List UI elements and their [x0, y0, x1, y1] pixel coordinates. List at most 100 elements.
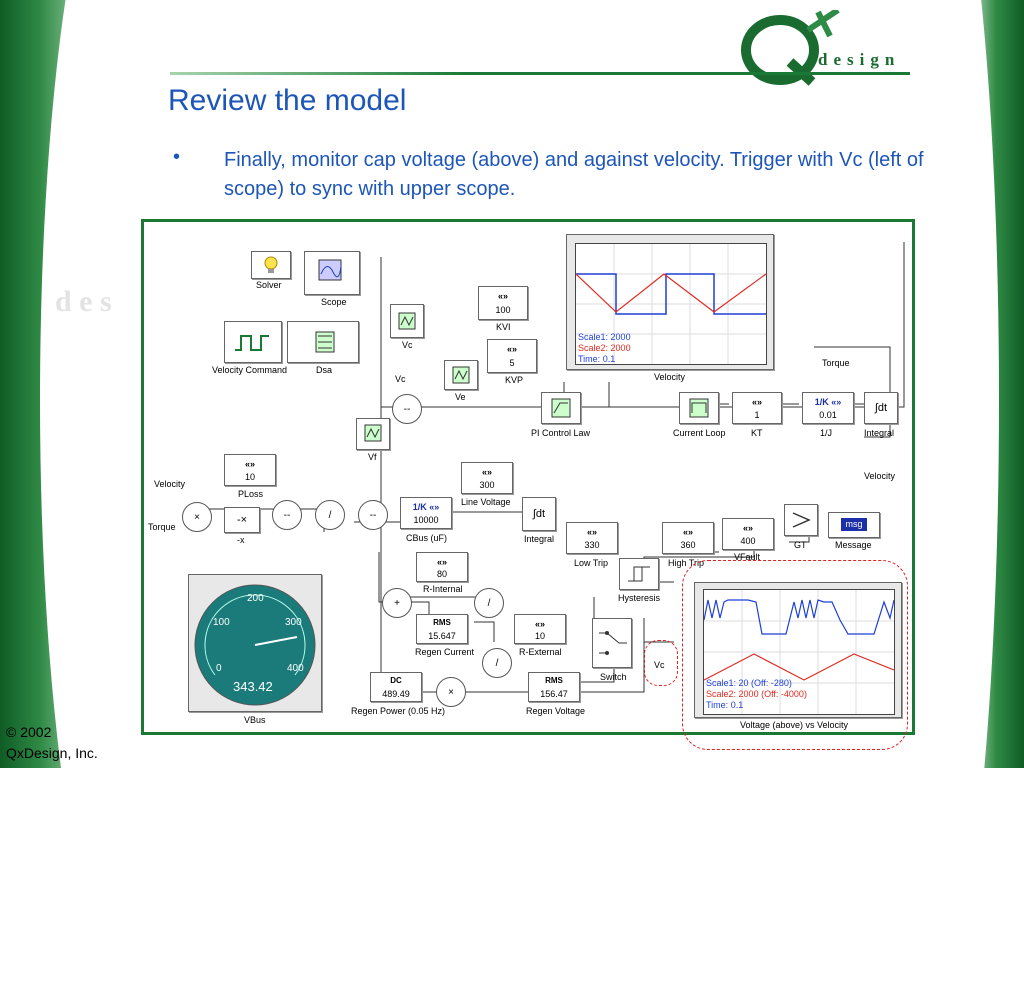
regen-current-label: Regen Current	[415, 647, 475, 657]
integral-top-label: Integral	[864, 428, 895, 438]
integral-icon: ∫dt	[874, 402, 888, 414]
switch-icon	[599, 631, 627, 655]
copyright-year: © 2002	[6, 724, 52, 740]
divide-junction-3[interactable]: /	[482, 648, 512, 678]
copyright-company: QxDesign, Inc.	[6, 745, 98, 761]
dsa-block[interactable]	[287, 321, 359, 363]
vc-small-label: Vc	[654, 660, 665, 670]
divide-junction[interactable]: /	[315, 500, 345, 530]
low-trip-value: 330	[584, 540, 600, 550]
velocity-scope[interactable]: Scale1: 2000 Scale2: 2000 Time: 0.1	[566, 234, 774, 370]
inv-j-block[interactable]: 1/K «» 0.01	[802, 392, 854, 424]
gain-icon: «»	[742, 523, 753, 533]
message-label: Message	[835, 540, 872, 550]
qx-logo: design	[738, 7, 918, 90]
velocity-scope-screen: Scale1: 2000 Scale2: 2000 Time: 0.1	[575, 243, 767, 365]
bullet-text: Finally, monitor cap voltage (above) and…	[224, 149, 924, 200]
gt-block[interactable]	[784, 504, 818, 536]
scope-icon	[364, 424, 382, 442]
vc-block-label: Vc	[402, 340, 413, 350]
sum-junction-2[interactable]: --	[272, 500, 302, 530]
regen-current-value: 15.647	[428, 631, 456, 641]
msg-button[interactable]: msg	[841, 518, 867, 531]
sum-junction[interactable]: --	[392, 394, 422, 424]
r-internal-value: 80	[436, 569, 447, 579]
pi-control-block[interactable]	[541, 392, 581, 424]
multiply-junction-2[interactable]: ×	[436, 677, 466, 707]
vbus-block[interactable]: 0 100 200 300 400 343.42	[188, 574, 322, 712]
neg-x-icon: -×	[236, 514, 248, 526]
va-scale2: 2000 (Off:	[738, 689, 779, 699]
bulb-icon	[264, 256, 278, 273]
rms-icon: RMS	[545, 676, 563, 685]
scope-label: Scope	[321, 297, 347, 307]
velocity-traces	[576, 244, 766, 364]
r-internal-block[interactable]: «» 80	[416, 552, 468, 582]
square-wave-icon	[235, 335, 269, 351]
low-trip-block[interactable]: «» 330	[566, 522, 618, 554]
vfault-value: 400	[740, 536, 756, 546]
regen-voltage-label: Regen Voltage	[526, 706, 586, 716]
regen-current-block[interactable]: RMS 15.647	[416, 614, 468, 644]
va-scale1-label: Scale1:	[706, 678, 737, 688]
pi-control-label: PI Control Law	[531, 428, 591, 438]
rms-icon: RMS	[433, 618, 451, 627]
integral-mid-block[interactable]: ∫dt	[522, 497, 556, 531]
high-trip-value: 360	[680, 540, 696, 550]
high-trip-block[interactable]: «» 360	[662, 522, 714, 554]
pi-icon	[551, 398, 571, 418]
integral-top-block[interactable]: ∫dt	[864, 392, 898, 424]
vbus-label: VBus	[244, 715, 266, 725]
regen-power-block[interactable]: DC 489.49	[370, 672, 422, 702]
sum-junction-4[interactable]: +	[382, 588, 412, 618]
current-loop-block[interactable]	[679, 392, 719, 424]
cbus-block[interactable]: 1/K «» 10000	[400, 497, 452, 529]
hysteresis-block[interactable]	[619, 558, 659, 590]
velocity-command-block[interactable]	[224, 321, 282, 363]
regen-power-value: 489.49	[382, 689, 410, 699]
r-external-block[interactable]: «» 10	[514, 614, 566, 644]
comparator-icon	[792, 512, 811, 528]
inv-j-value: 0.01	[819, 410, 837, 420]
scope-icon	[318, 259, 342, 281]
bullet-marker: •	[173, 146, 181, 168]
ploss-block[interactable]: «» 10	[224, 454, 276, 486]
velocity-command-label: Velocity Command	[212, 365, 288, 375]
multiply-junction[interactable]: ×	[182, 502, 212, 532]
vc-annotation	[644, 640, 678, 686]
gain-icon: «»	[534, 619, 545, 629]
scope-icon	[398, 312, 416, 330]
va-traces	[704, 590, 894, 714]
solver-block[interactable]	[251, 251, 291, 279]
voltage-velocity-scope[interactable]: Scale1: 20 (Off: -280) Scale2: 2000 (Off…	[694, 582, 902, 718]
low-trip-label: Low Trip	[574, 558, 609, 568]
vfault-block[interactable]: «» 400	[722, 518, 774, 550]
solver-label: Solver	[256, 280, 282, 290]
current-loop-label: Current Loop	[673, 428, 726, 438]
kvp-block[interactable]: «» 5	[487, 339, 537, 373]
gauge-tick-200: 200	[247, 593, 264, 604]
neg-x-block[interactable]: -×	[224, 507, 260, 533]
gauge-tick-0: 0	[216, 663, 222, 674]
neg-x-label: -x	[237, 535, 245, 545]
model-canvas[interactable]: Solver Scope Velocity Command Dsa Vc Vc …	[141, 219, 915, 750]
switch-block[interactable]	[592, 618, 632, 668]
kvi-block[interactable]: «» 100	[478, 286, 528, 320]
kt-block[interactable]: «» 1	[732, 392, 782, 424]
line-voltage-block[interactable]: «» 300	[461, 462, 513, 494]
gauge-tick-100: 100	[213, 617, 230, 628]
vs-scale2-label: Scale2:	[578, 343, 609, 353]
divide-junction-2[interactable]: /	[474, 588, 504, 618]
vc-block[interactable]	[390, 304, 424, 338]
regen-voltage-block[interactable]: RMS 156.47	[528, 672, 580, 702]
gain-icon: 1/K «»	[814, 397, 842, 407]
sum-junction-3[interactable]: --	[358, 500, 388, 530]
gain-icon: «»	[506, 344, 517, 354]
hysteresis-label: Hysteresis	[618, 593, 661, 603]
line-voltage-label: Line Voltage	[461, 497, 511, 507]
vf-block[interactable]	[356, 418, 390, 450]
logo-wordmark: design	[818, 50, 901, 69]
message-block[interactable]: msg	[828, 512, 880, 538]
ve-block[interactable]	[444, 360, 478, 390]
scope-block[interactable]	[304, 251, 360, 295]
